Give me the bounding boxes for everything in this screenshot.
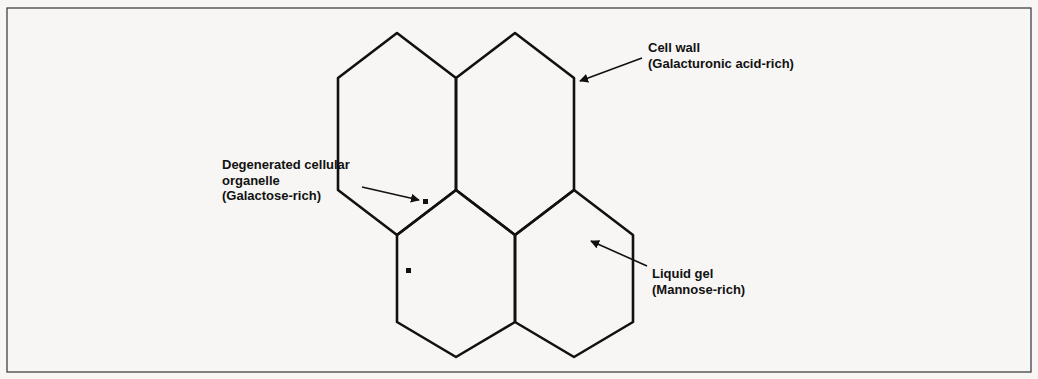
leader-arrow xyxy=(362,187,419,200)
leader-arrow xyxy=(580,58,642,81)
cell-hexagon xyxy=(397,190,515,357)
leader-arrow xyxy=(591,241,647,266)
part-label: Liquid gel (Mannose-rich) xyxy=(652,266,852,297)
part-label: Cell wall (Galacturonic acid-rich) xyxy=(648,40,868,71)
frame xyxy=(7,8,1031,372)
organelle-dot xyxy=(406,268,411,273)
organelle-dot xyxy=(423,199,428,204)
cell-hexagon xyxy=(515,190,633,357)
part-label: Degenerated cellular organelle (Galactos… xyxy=(222,157,358,204)
